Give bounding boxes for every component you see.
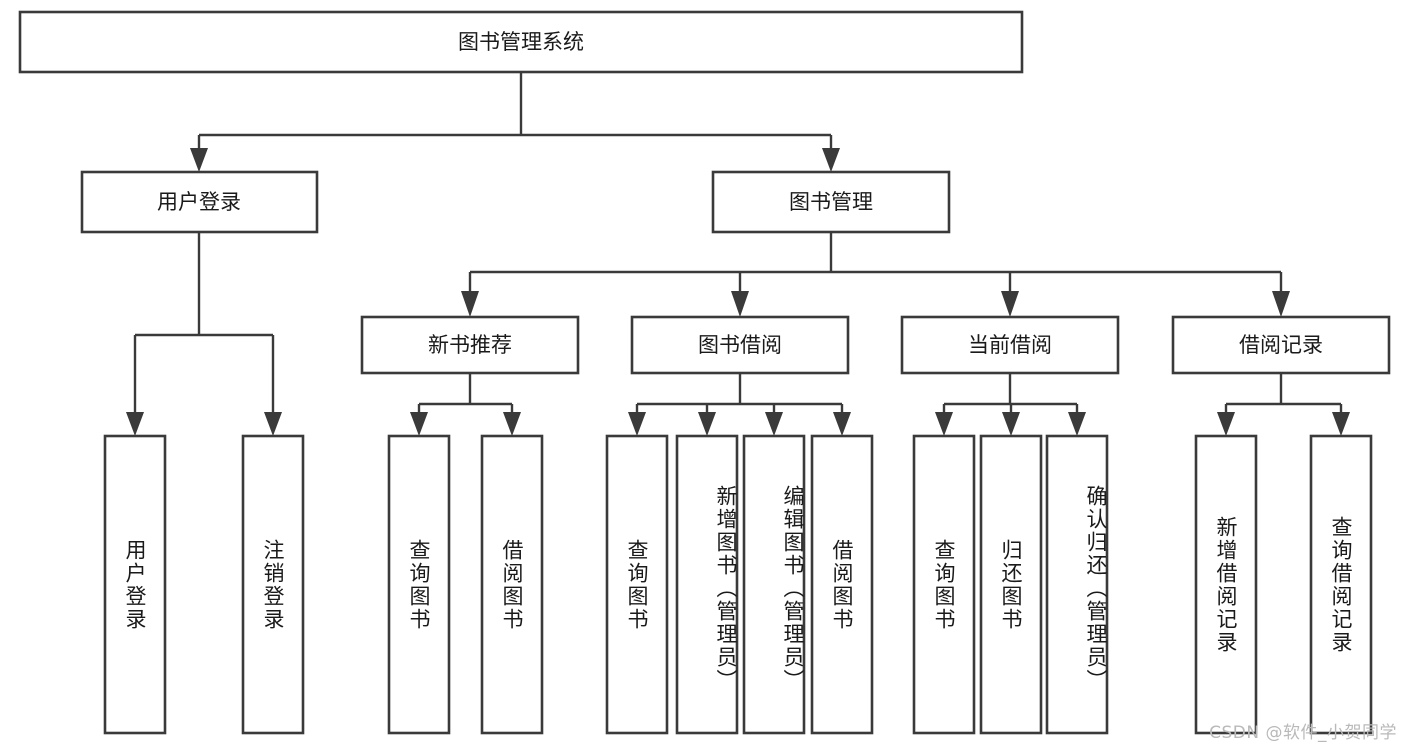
arrow-head-leaf1 [126,412,144,436]
arrow-head-leaf5 [628,412,646,436]
node-box-bookmgr[interactable] [711,170,951,234]
node-box-root[interactable] [18,10,1024,74]
node-box-borrow[interactable] [630,315,850,375]
node-box-leaf7[interactable] [742,434,806,735]
node-label-current: 当前借阅 [968,333,1052,357]
node-label-newbook: 新书推荐 [428,333,512,357]
node-box-leaf1[interactable] [103,434,167,735]
arrow-head-leaf2 [264,412,282,436]
arrow-head-bookmgr [822,148,840,172]
node-label-record: 借阅记录 [1239,333,1323,357]
arrow-head-leaf6 [698,412,716,436]
arrow-head-leaf11 [1068,412,1086,436]
arrow-head-login [190,148,208,172]
arrow-head-leaf10 [1002,412,1020,436]
node-box-leaf3[interactable] [387,434,451,735]
arrow-head-record [1272,291,1290,317]
node-box-newbook[interactable] [360,315,580,375]
arrow-head-leaf12 [1217,412,1235,436]
node-box-leaf5[interactable] [605,434,669,735]
node-label-borrow: 图书借阅 [698,333,782,357]
arrow-head-leaf9 [935,412,953,436]
arrow-head-current [1001,291,1019,317]
node-box-leaf6[interactable] [675,434,739,735]
node-box-login[interactable] [80,170,319,234]
arrow-head-leaf13 [1332,412,1350,436]
arrow-head-newbook [461,291,479,317]
node-box-record[interactable] [1171,315,1391,375]
arrow-head-leaf8 [833,412,851,436]
watermark-text: CSDN @软件_小贺同学 [1209,723,1397,743]
node-box-leaf9[interactable] [912,434,976,735]
node-box-leaf10[interactable] [979,434,1043,735]
node-box-leaf8[interactable] [810,434,874,735]
node-label-bookmgr: 图书管理 [789,190,873,214]
arrow-head-leaf4 [503,412,521,436]
arrow-head-borrow [731,291,749,317]
node-box-leaf4[interactable] [480,434,544,735]
arrow-head-leaf3 [410,412,428,436]
arrow-head-leaf7 [765,412,783,436]
node-box-leaf13[interactable] [1309,434,1373,735]
node-label-root: 图书管理系统 [458,30,584,54]
node-box-leaf11[interactable] [1045,434,1109,735]
connector-layer [126,72,1350,436]
node-label-login: 用户登录 [157,190,241,214]
node-box-leaf12[interactable] [1194,434,1258,735]
node-layer: 图书管理系统 用户登录 图书管理 新书推荐 图书借阅 当前借阅 借阅记录 [18,10,1391,735]
node-box-leaf2[interactable] [241,434,305,735]
node-box-current[interactable] [900,315,1120,375]
